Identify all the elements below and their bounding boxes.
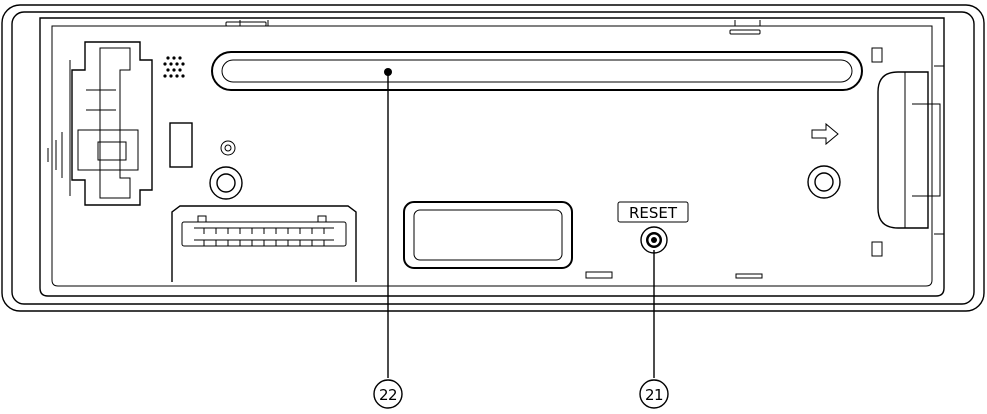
reset-label-box: RESET <box>617 201 689 223</box>
right-release-latch <box>871 47 944 257</box>
mic-hole <box>220 140 236 156</box>
outer-housing <box>1 4 985 312</box>
mic-dot-grid <box>163 56 185 78</box>
left-release-latch <box>47 41 153 206</box>
callout-21: 21 <box>639 379 669 409</box>
callout-21-number: 21 <box>645 386 663 404</box>
reset-button[interactable] <box>640 226 668 254</box>
aux-jack-left[interactable] <box>209 166 243 200</box>
ir-sensor-window <box>169 122 193 168</box>
display-window <box>403 201 573 269</box>
callout-22: 22 <box>373 379 403 409</box>
callout-22-number: 22 <box>379 386 397 404</box>
usb-connector[interactable] <box>171 205 357 282</box>
aux-jack-right[interactable] <box>807 165 841 199</box>
right-arrow-icon <box>811 122 839 146</box>
reset-label: RESET <box>629 204 678 222</box>
disc-slot[interactable] <box>211 51 863 91</box>
